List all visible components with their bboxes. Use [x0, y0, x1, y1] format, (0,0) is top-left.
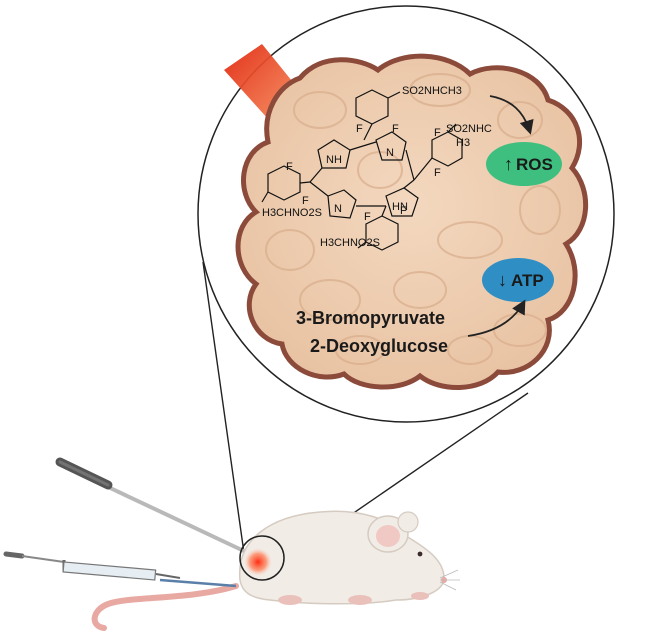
syringe-icon	[3, 551, 181, 581]
drug-label-bromopyruvate: 3-Bromopyruvate	[296, 308, 445, 328]
laser-probe-icon	[55, 457, 248, 554]
atom-f: F	[434, 127, 441, 139]
atp-down-arrow: ↓	[498, 270, 507, 290]
drug-label-deoxyglucose: 2-Deoxyglucose	[310, 336, 448, 356]
atom-f: F	[434, 167, 441, 179]
substituent-right-line2: H3	[456, 137, 470, 149]
ros-arrow	[489, 95, 534, 135]
photosensitizer-molecule: SO2NHCH3 SO2NHC H3 H3CHNO2S H3CHNO2S NH …	[261, 85, 492, 251]
tumor-spot	[244, 548, 272, 576]
atp-label: ATP	[511, 271, 544, 290]
ros-badge: ↑ ROS	[486, 142, 562, 186]
atom-f: F	[302, 195, 309, 207]
atom-n-bottom: N	[334, 203, 342, 215]
atom-f: F	[364, 211, 371, 223]
ros-label: ROS	[516, 155, 553, 174]
atom-f: F	[286, 161, 293, 173]
mouse-icon	[91, 510, 460, 631]
atp-arrow	[467, 299, 526, 337]
atom-f: F	[356, 123, 363, 135]
atp-badge: ↓ ATP	[482, 258, 554, 302]
atom-f: F	[400, 205, 407, 217]
atom-nh: NH	[326, 154, 342, 166]
atom-f: F	[392, 123, 399, 135]
ros-up-arrow: ↑	[504, 154, 513, 174]
atom-n-right: N	[386, 147, 394, 159]
substituent-right-line1: SO2NHC	[446, 123, 492, 135]
substituent-left: H3CHNO2S	[262, 207, 322, 219]
substituent-top: SO2NHCH3	[402, 85, 462, 97]
atom-hn: HN	[392, 201, 408, 213]
tumor-zoom-circle	[239, 535, 285, 581]
substituent-bottom: H3CHNO2S	[320, 237, 380, 249]
